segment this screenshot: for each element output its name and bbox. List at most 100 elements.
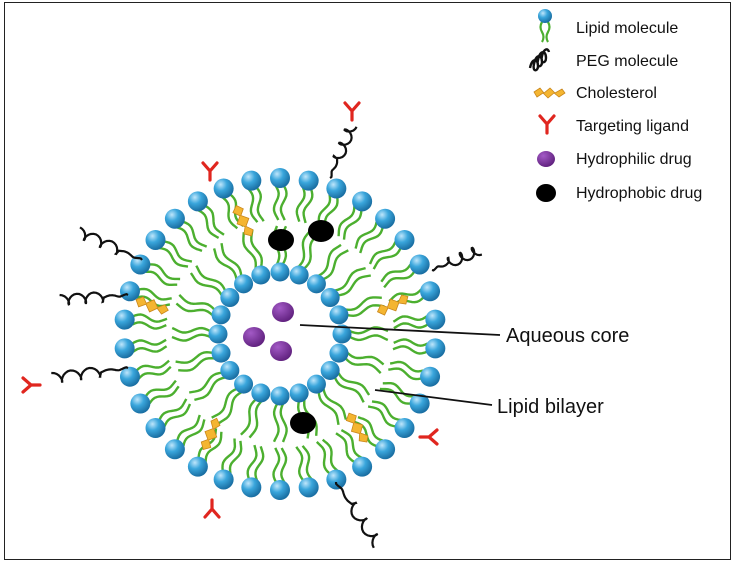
lipid-tail xyxy=(382,382,415,398)
lipid-tail xyxy=(175,302,214,317)
lipid-tail xyxy=(354,221,378,249)
lipid-tail xyxy=(159,246,189,268)
lipid-tail xyxy=(337,372,371,396)
lipid-head xyxy=(130,254,151,275)
lipid-tail xyxy=(132,345,168,353)
lipid-tails-layer xyxy=(131,185,429,483)
hydrophobic-drug xyxy=(308,220,334,242)
lipid-tail xyxy=(240,398,257,436)
lipid-tail xyxy=(279,185,288,221)
lipid-tail xyxy=(138,287,172,301)
lipid-head xyxy=(394,418,415,439)
lipid-head xyxy=(332,324,352,344)
lipid-tail xyxy=(178,294,216,311)
lipid-tail xyxy=(189,272,223,296)
lipid-head xyxy=(270,480,290,500)
lipid-tail xyxy=(246,444,258,480)
peg-chain xyxy=(431,246,483,272)
legend-label-lipid: Lipid molecule xyxy=(576,20,678,37)
legend: Lipid molecule PEG molecule Cholesterol … xyxy=(528,9,702,202)
lipid-tail xyxy=(347,304,385,318)
lipid-head xyxy=(298,477,319,498)
lipid-head xyxy=(234,374,254,394)
lipid-tail xyxy=(392,345,428,355)
lipid-tail xyxy=(198,209,220,239)
lipid-head xyxy=(320,360,340,380)
lipid-tail xyxy=(272,447,281,483)
lipid-tail xyxy=(280,447,288,483)
lipid-tail xyxy=(349,334,389,342)
cholesterol xyxy=(376,294,409,316)
lipid-head xyxy=(425,338,446,359)
lipid-head xyxy=(187,456,208,477)
lipid-head xyxy=(329,343,349,363)
lipid-tail xyxy=(164,240,193,263)
lipid-tail xyxy=(379,387,411,405)
lipid-head xyxy=(130,393,151,414)
lipid-tail xyxy=(131,321,167,330)
lipid-tail xyxy=(171,326,211,334)
lipid-tail xyxy=(220,242,243,276)
targeting-ligand-icon xyxy=(538,114,556,135)
legend-label-peg: PEG molecule xyxy=(576,53,678,70)
lipid-tail xyxy=(322,388,348,420)
lipid-head xyxy=(352,456,373,477)
lipid-head xyxy=(119,366,140,387)
lipid-tail xyxy=(163,403,192,428)
lipid-tail xyxy=(204,204,225,236)
lipid-tail xyxy=(318,243,342,277)
lipid-tail xyxy=(211,387,238,419)
cholesterol xyxy=(232,204,254,237)
lipid-head xyxy=(241,170,262,191)
cholesterol xyxy=(135,296,169,315)
lipid-tail xyxy=(371,400,401,422)
lipid-tail xyxy=(342,210,363,240)
lipid-tail xyxy=(392,315,428,323)
lipid-tail xyxy=(389,360,424,373)
lipid-heads-layer xyxy=(114,168,446,500)
lipid-molecule-icon xyxy=(538,9,552,43)
lipid-tail xyxy=(368,240,397,265)
lipid-tail xyxy=(131,338,167,346)
lipid-tail xyxy=(388,288,423,303)
lipid-tail xyxy=(301,445,313,480)
lipid-head xyxy=(114,338,135,359)
aqueous-core-label: Aqueous core xyxy=(506,325,629,347)
lipid-tail xyxy=(272,185,280,221)
lipid-tail xyxy=(367,405,396,428)
lipid-head xyxy=(289,265,309,285)
lipid-tail xyxy=(315,441,331,475)
lipid-head xyxy=(329,305,349,325)
lipid-head xyxy=(320,288,340,308)
lipid-tail xyxy=(372,247,402,270)
lipid-bilayer-pointer xyxy=(374,389,493,406)
lipid-head xyxy=(425,309,446,330)
lipid-tail xyxy=(137,365,172,380)
lipid-head xyxy=(306,274,326,294)
targeting-ligand xyxy=(201,161,219,182)
lipid-head xyxy=(251,383,271,403)
lipid-head xyxy=(326,469,347,490)
lipid-head xyxy=(352,191,373,212)
peg-chain xyxy=(59,291,129,306)
lipid-tail xyxy=(242,232,258,269)
lipid-tail xyxy=(247,188,259,223)
lipid-tail xyxy=(212,248,238,280)
lipid-tail xyxy=(279,403,288,443)
hydrophobic-drug xyxy=(290,412,316,434)
lipid-tail xyxy=(194,376,226,402)
lipid-bilayer-label: Lipid bilayer xyxy=(497,396,604,418)
lipid-tail xyxy=(188,371,222,394)
lipid-head xyxy=(270,168,290,188)
legend-label-cholesterol: Cholesterol xyxy=(576,85,657,102)
lipid-head xyxy=(306,374,326,394)
lipid-head xyxy=(164,439,185,460)
lipid-tail xyxy=(254,446,265,481)
lipid-tail xyxy=(340,429,362,459)
lipid-head xyxy=(119,281,140,302)
lipid-tail xyxy=(338,274,372,297)
lipid-tail xyxy=(145,270,178,286)
lipid-head xyxy=(145,229,166,250)
lipid-head xyxy=(220,288,240,308)
lipid-head xyxy=(251,265,271,285)
